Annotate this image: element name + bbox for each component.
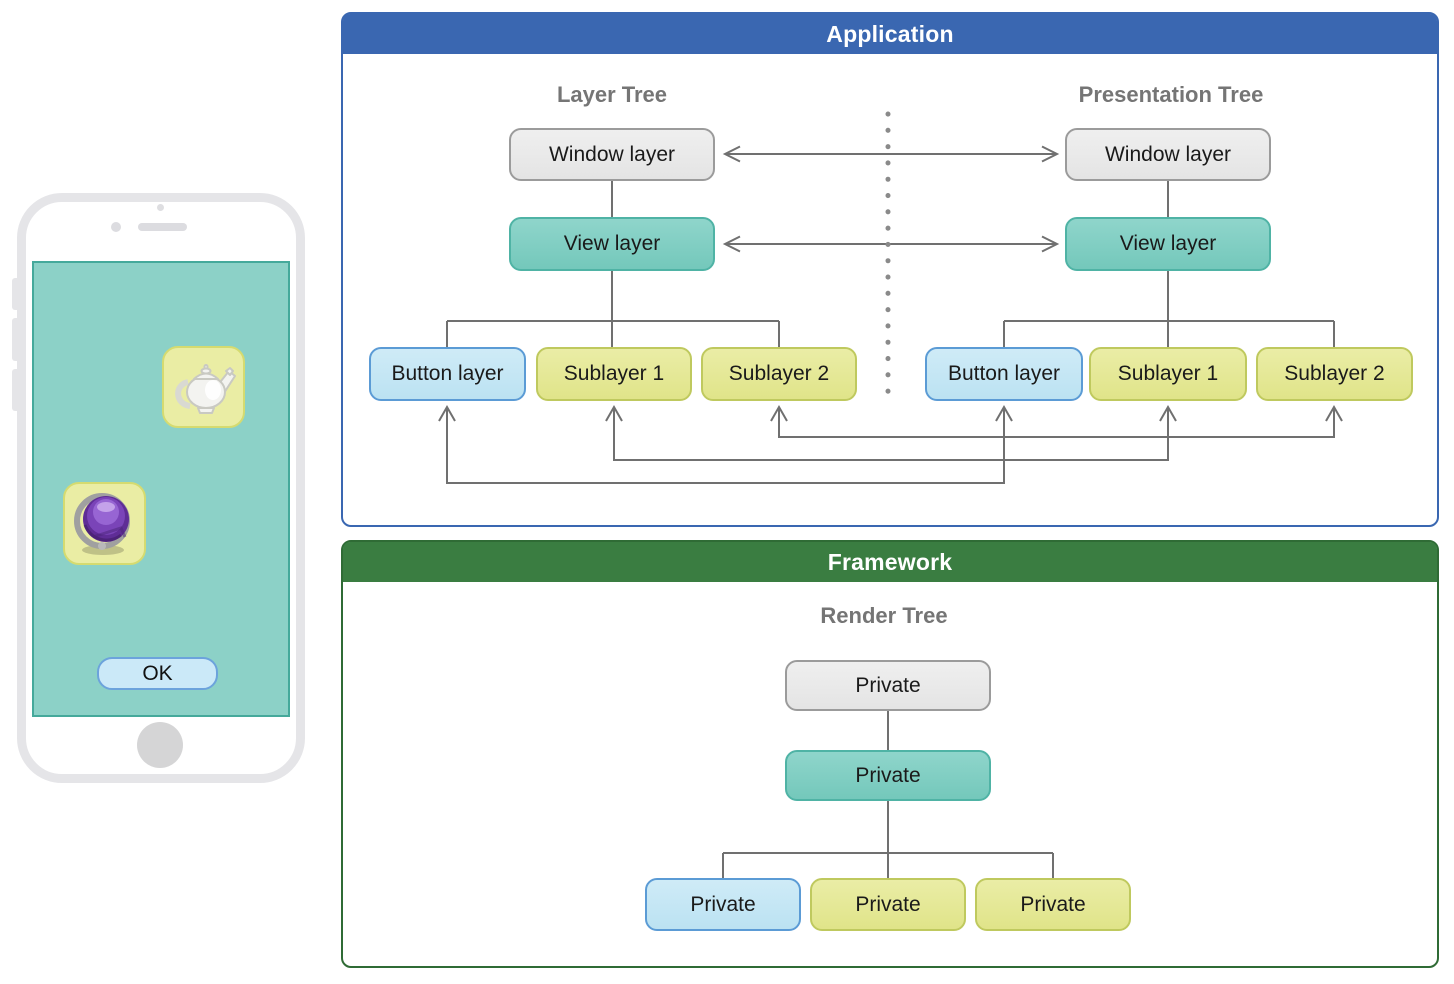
earpiece-speaker [138,223,187,231]
render-tree-child-private-node-2: Private [810,878,966,931]
framework-header: Framework [343,542,1437,582]
layer-tree-window-layer-node: Window layer [509,128,715,181]
layer-tree-sublayer-2-node: Sublayer 2 [701,347,857,401]
layer-tree-view-layer-node: View layer [509,217,715,271]
proximity-sensor-dot [157,204,164,211]
home-button [137,722,183,768]
render-tree-mid-private-node: Private [785,750,991,801]
teapot-tile [162,346,245,428]
presentation-tree-button-layer-node: Button layer [925,347,1083,401]
render-tree-root-private-node: Private [785,660,991,711]
iphone-mockup: OK [12,193,305,783]
mute-switch [12,278,18,310]
presentation-tree-view-layer-node: View layer [1065,217,1271,271]
render-tree-child-private-node-3: Private [975,878,1131,931]
phone-screen: OK [32,261,290,717]
sphere-tile [63,482,146,565]
presentation-tree-title: Presentation Tree [1078,82,1264,107]
teapot-icon [175,364,236,414]
front-camera-dot [111,222,121,232]
presentation-tree-sublayer-1-node: Sublayer 1 [1089,347,1247,401]
volume-up-button [12,318,18,361]
volume-down-button [12,369,18,411]
layer-tree-title: Layer Tree [556,82,668,107]
ok-button: OK [97,657,218,690]
presentation-tree-window-layer-node: Window layer [1065,128,1271,181]
render-tree-title: Render Tree [820,603,948,628]
application-header: Application [343,14,1437,54]
quicktime-sphere-icon [74,493,130,555]
layer-tree-sublayer-1-node: Sublayer 1 [536,347,692,401]
layer-tree-button-layer-node: Button layer [369,347,526,401]
presentation-tree-sublayer-2-node: Sublayer 2 [1256,347,1413,401]
render-tree-child-private-node-1: Private [645,878,801,931]
